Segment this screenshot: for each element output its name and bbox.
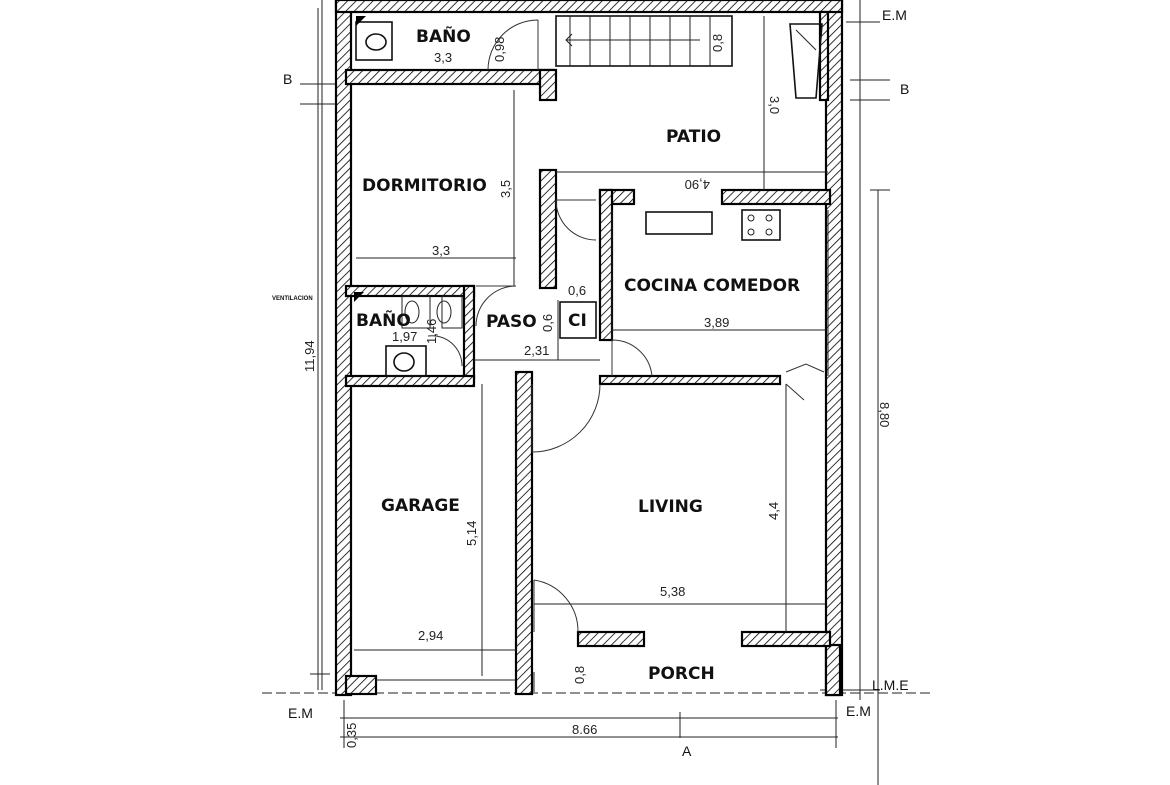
room-ci: CI (568, 311, 587, 331)
doors (427, 19, 825, 633)
dim-ci-h: 0,6 (540, 314, 555, 332)
dimension-labels: 3,3 0,98 0,8 3,0 4,90 3,5 3,3 0,6 0,6 1,… (302, 34, 892, 748)
room-patio: PATIO (666, 127, 721, 147)
room-garage: GARAGE (381, 496, 460, 516)
dim-living-h: 4,4 (766, 502, 781, 520)
dim-porch-h: 0,8 (572, 666, 587, 684)
dim-ci-w: 0,6 (568, 283, 586, 298)
room-dormitorio: DORMITORIO (362, 176, 487, 196)
dim-bano-top-h: 0,98 (492, 37, 507, 62)
room-cocina-comedor: COCINA COMEDOR (624, 276, 800, 296)
dim-total-w: 8.66 (572, 722, 597, 737)
room-living: LIVING (638, 497, 703, 517)
marker-em-right: E.M (846, 703, 871, 719)
room-bano-top: BAÑO (416, 24, 471, 47)
marker-b-left: B (283, 71, 292, 87)
dim-dorm-h: 3,5 (498, 180, 513, 198)
dim-stair-h: 0,8 (710, 34, 725, 52)
marker-em-top: E.M (882, 7, 907, 23)
dim-paso-w: 2,31 (524, 343, 549, 358)
marker-em-left: E.M (288, 705, 313, 721)
dim-garage-w: 2,94 (418, 628, 443, 643)
marker-lme: L.M.E (872, 677, 909, 693)
dim-setback: 0,35 (344, 723, 359, 748)
room-paso: PASO (486, 312, 537, 332)
dim-bano-mid-w: 1,97 (392, 329, 417, 344)
interior-lines (354, 16, 829, 692)
reference-lines (262, 0, 930, 785)
dim-bano-top-w: 3,3 (434, 50, 452, 65)
chimney (789, 23, 823, 99)
dim-patio-w: 4,90 (685, 177, 710, 192)
dim-cocina-w: 3,89 (704, 315, 729, 330)
room-bano-mid: BAÑO (356, 308, 411, 331)
fixtures (354, 16, 781, 377)
markers: E.M E.M E.M L.M.E B B A (283, 7, 909, 759)
dim-total-h: 11,94 (302, 340, 317, 372)
dim-bano-mid-h: 1,46 (424, 319, 439, 344)
marker-b-right: B (900, 81, 909, 97)
dim-dorm-w: 3,3 (432, 243, 450, 258)
ventilacion-label: VENTILACION (272, 296, 313, 302)
dim-garage-h: 5,14 (464, 521, 479, 546)
room-porch: PORCH (648, 664, 715, 684)
marker-a-bottom: A (682, 743, 692, 759)
dim-living-w: 5,38 (660, 584, 685, 599)
room-labels: BAÑO PATIO DORMITORIO BAÑO PASO CI COCIN… (272, 24, 800, 684)
walls (334, 0, 844, 697)
dim-patio-h: 3,0 (767, 96, 782, 114)
stair (555, 15, 733, 67)
dim-right-h: 8,80 (877, 402, 892, 427)
